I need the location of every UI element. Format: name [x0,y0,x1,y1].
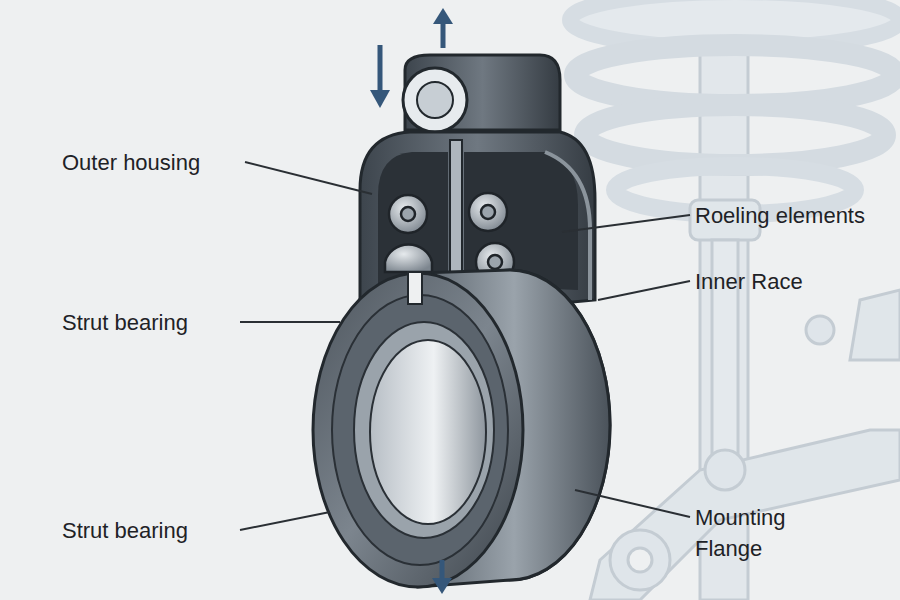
load-arrows [370,8,453,594]
part-label: Mounting Flange [695,502,825,564]
top-mount [403,55,560,132]
part-label: Inner Race [695,266,803,297]
part-label: Strut bearing [62,307,188,338]
part-label: Strut bearing [62,515,188,546]
rolling-elements [385,193,514,281]
part-label: Roeling elements [695,200,865,231]
background-suspension [570,0,900,600]
bearing-ring [313,270,610,587]
part-label: Outer housing [62,147,200,178]
leader-lines [240,162,690,530]
